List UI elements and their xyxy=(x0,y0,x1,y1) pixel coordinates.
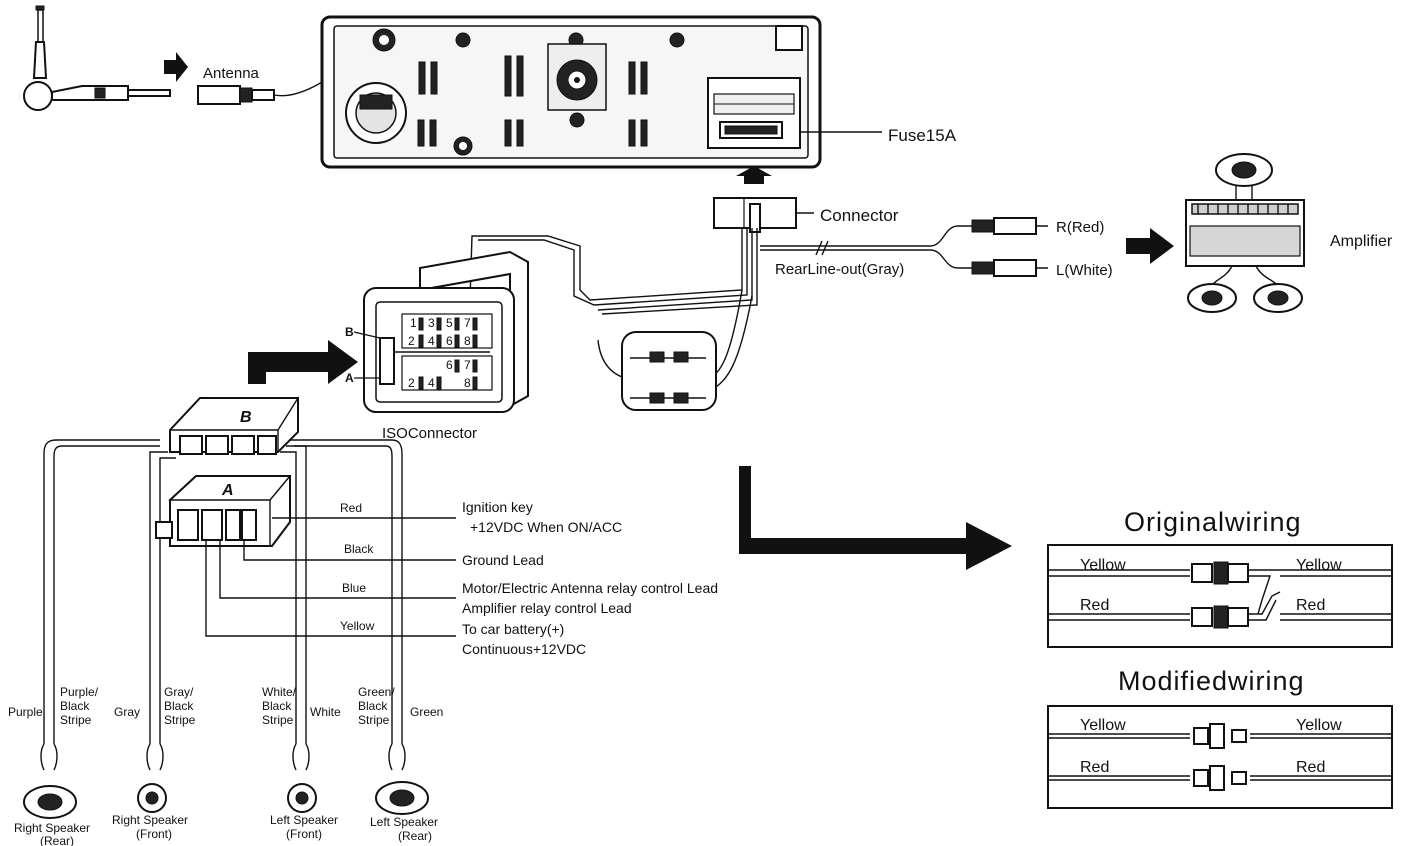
inline-capsule xyxy=(621,331,717,411)
speaker-left-rear xyxy=(375,743,429,815)
plug-a-letter: A xyxy=(221,482,234,499)
iso-pin-b-4: 4 xyxy=(428,334,435,348)
original-yellow-left: Yellow xyxy=(1080,557,1126,574)
speaker-left-front xyxy=(287,743,317,813)
iso-pin-a-2: 2 xyxy=(408,376,415,390)
speaker-right-front-name: Right Speaker xyxy=(112,813,188,827)
speaker-right-front xyxy=(137,743,167,813)
iso-connector: 1 3 5 7 2 4 6 8 6 7 2 4 8 xyxy=(363,250,529,413)
original-wiring-title: Originalwiring xyxy=(1124,507,1302,537)
head-unit-back-panel xyxy=(320,15,822,169)
iso-pin-b-8: 8 xyxy=(464,334,471,348)
iso-pin-a-4: 4 xyxy=(428,376,435,390)
modified-yellow-left: Yellow xyxy=(1080,717,1126,734)
rca-left-label: L(White) xyxy=(1056,262,1113,279)
speaker-right-rear-name: Right Speaker xyxy=(14,821,90,835)
antenna-arrow xyxy=(164,52,188,82)
lead-desc-yellow-2: Continuous+12VDC xyxy=(462,641,586,657)
rear-line-out-label: RearLine-out(Gray) xyxy=(775,261,904,278)
lead-desc-blue-1: Motor/Electric Antenna relay control Lea… xyxy=(462,580,718,596)
wire-label-purple: Purple xyxy=(8,705,43,719)
iso-pin-b-1: 1 xyxy=(410,316,417,330)
amplifier-label: Amplifier xyxy=(1330,233,1393,250)
amplifier-illustration xyxy=(1185,153,1305,313)
iso-pin-b-5: 5 xyxy=(446,316,453,330)
wire-label-gray: Gray xyxy=(114,705,140,719)
antenna-label: Antenna xyxy=(203,65,260,82)
wiring-arrow xyxy=(739,466,1012,570)
speaker-left-front-name: Left Speaker xyxy=(270,813,338,827)
lead-color-yellow: Yellow xyxy=(340,619,375,633)
rear-line-out-cable xyxy=(760,217,1048,277)
amplifier-arrow xyxy=(1126,228,1174,264)
connector-label: Connector xyxy=(820,206,899,225)
original-yellow-right: Yellow xyxy=(1296,557,1342,574)
modified-red-left: Red xyxy=(1080,759,1109,776)
iso-side-label-b: B xyxy=(345,325,354,339)
speaker-left-rear-name: Left Speaker xyxy=(370,815,438,829)
lead-desc-black-1: Ground Lead xyxy=(462,552,544,568)
modified-red-right: Red xyxy=(1296,759,1325,776)
power-lead-lines xyxy=(205,517,456,637)
iso-arrow xyxy=(248,340,358,384)
iso-pin-b-6: 6 xyxy=(446,334,453,348)
iso-pin-b-7: 7 xyxy=(464,316,471,330)
speaker-right-rear xyxy=(23,743,77,819)
lead-desc-blue-2: Amplifier relay control Lead xyxy=(462,600,632,616)
wire-label-white: White xyxy=(310,705,341,719)
lead-color-black: Black xyxy=(344,542,374,556)
iso-pin-b-3: 3 xyxy=(428,316,435,330)
speaker-right-rear-position: (Rear) xyxy=(40,834,74,846)
lead-desc-red-1: Ignition key xyxy=(462,499,533,515)
modified-yellow-right: Yellow xyxy=(1296,717,1342,734)
original-red-left: Red xyxy=(1080,597,1109,614)
lead-desc-red-2: +12VDC When ON/ACC xyxy=(470,519,622,535)
original-red-right: Red xyxy=(1296,597,1325,614)
iso-pin-a-8: 8 xyxy=(464,376,471,390)
plug-b-letter: B xyxy=(240,409,252,426)
plug-a: A xyxy=(155,475,291,547)
fuse-label: Fuse15A xyxy=(888,126,957,145)
iso-connector-label: ISOConnector xyxy=(382,425,477,442)
lead-color-blue: Blue xyxy=(342,581,366,595)
modified-wiring-panel xyxy=(1047,705,1393,809)
speaker-right-front-position: (Front) xyxy=(136,827,172,841)
original-wiring-panel xyxy=(1047,544,1393,648)
iso-pin-a-7: 7 xyxy=(464,358,471,372)
antenna-plug-illustration xyxy=(23,5,171,111)
iso-pin-b-2: 2 xyxy=(408,334,415,348)
rca-right-label: R(Red) xyxy=(1056,219,1104,236)
lead-color-red: Red xyxy=(340,501,362,515)
plug-b: B xyxy=(169,397,299,455)
wire-label-green: Green xyxy=(410,705,443,719)
lead-desc-yellow-1: To car battery(+) xyxy=(462,621,564,637)
iso-pin-a-6: 6 xyxy=(446,358,453,372)
connector-block xyxy=(713,197,797,233)
speaker-wire-trunks xyxy=(43,439,403,744)
connector-up-arrow xyxy=(736,166,772,184)
speaker-left-front-position: (Front) xyxy=(286,827,322,841)
modified-wiring-title: Modifiedwiring xyxy=(1118,666,1305,696)
iso-side-label-a: A xyxy=(345,371,354,385)
speaker-left-rear-position: (Rear) xyxy=(398,829,432,843)
